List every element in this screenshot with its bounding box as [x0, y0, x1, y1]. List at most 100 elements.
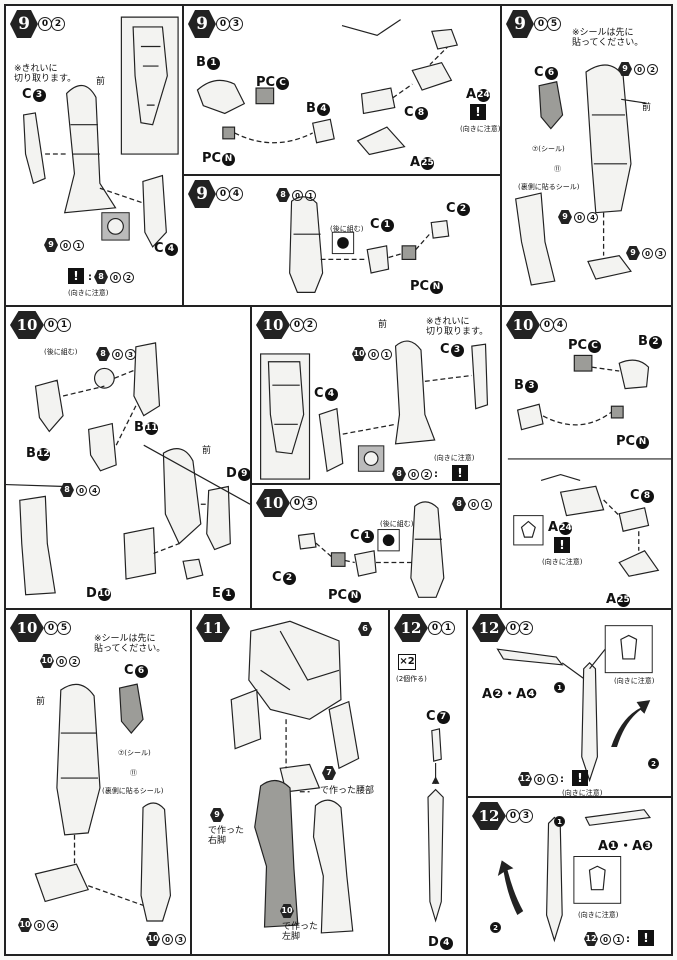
assemble-later-note: (後に組む) [380, 520, 414, 528]
step-major-number: 9 [10, 10, 38, 38]
step-minor-digit: 0 [506, 621, 520, 635]
step-10-04-illustration [507, 354, 671, 577]
step-minor-digit: 2 [51, 17, 65, 31]
assemble-later-note: (後に組む) [330, 225, 364, 233]
step-major-number: 9 [506, 10, 534, 38]
orientation-note: (向きに注意) [542, 558, 583, 566]
assemble-later-note: (後に組む) [44, 348, 78, 356]
ref-step-10: 10 [280, 904, 294, 918]
step-minor-digit: 0 [290, 496, 304, 510]
part-label-a24: A24 [548, 520, 573, 535]
step-minor-digit: 3 [303, 496, 317, 510]
step-major-number: 10 [256, 489, 290, 517]
arrow-step-2: 2 [648, 758, 659, 769]
step-minor-digit: 2 [519, 621, 533, 635]
step-minor-digit: 0 [428, 621, 442, 635]
front-direction-label: 前 [36, 697, 46, 707]
arrow-step-1: 1 [554, 682, 565, 693]
step-major-number: 10 [256, 311, 290, 339]
part-label-a24: A24 [466, 87, 491, 102]
part-label-d10: D10 [86, 586, 111, 601]
step-10-01-illustration [6, 342, 250, 596]
orientation-note: (向きに注意) [578, 911, 619, 919]
step-minor-digit: 4 [553, 318, 567, 332]
caution-icon: ! [470, 104, 486, 120]
orientation-note: (向きに注意) [614, 677, 655, 685]
orientation-note: (向きに注意) [68, 289, 109, 297]
caution-icon: ! [638, 930, 654, 946]
note-cut-clean: ※きれいに 切り取ります。 [14, 64, 77, 85]
orientation-note: (向きに注意) [460, 125, 501, 133]
step-minor-digit: 0 [216, 17, 230, 31]
arrow-step-2: 2 [490, 922, 501, 933]
front-direction-label: 前 [202, 446, 212, 456]
step-minor-digit: 4 [229, 187, 243, 201]
step-12-02-illustration [496, 625, 653, 783]
sticker-label: ⑦(シール) [532, 145, 565, 153]
front-direction-label: 前 [642, 103, 652, 113]
sticker-label: ⑪ [130, 769, 137, 777]
step-major-number: 12 [472, 802, 506, 830]
ref-step-9: 9 [210, 808, 224, 822]
step-11-illustration [230, 620, 360, 934]
ref-step-7: 7 [322, 766, 336, 780]
ref-step-6: 6 [358, 622, 372, 636]
step-10-02-illustration [260, 340, 489, 480]
sticker-back-note: (裏側に貼るシール) [518, 183, 580, 191]
step-12-03-illustration [497, 809, 652, 943]
step-major-number: 10 [10, 614, 44, 642]
front-direction-label: 前 [378, 320, 388, 330]
step-minor-digit: 5 [547, 17, 561, 31]
orientation-note: (向きに注意) [434, 454, 475, 462]
step-major-number: 10 [506, 311, 540, 339]
orientation-note: (向きに注意) [562, 789, 603, 797]
step-9-02-illustration [22, 16, 179, 248]
step-minor-digit: 3 [229, 17, 243, 31]
part-label-a25: A25 [410, 155, 435, 170]
step-minor-digit: 1 [57, 318, 71, 332]
part-label-a2-a4: A❷・A❹ [482, 687, 538, 702]
step-minor-digit: 0 [38, 17, 52, 31]
sticker-label: ⑦(シール) [118, 749, 151, 757]
